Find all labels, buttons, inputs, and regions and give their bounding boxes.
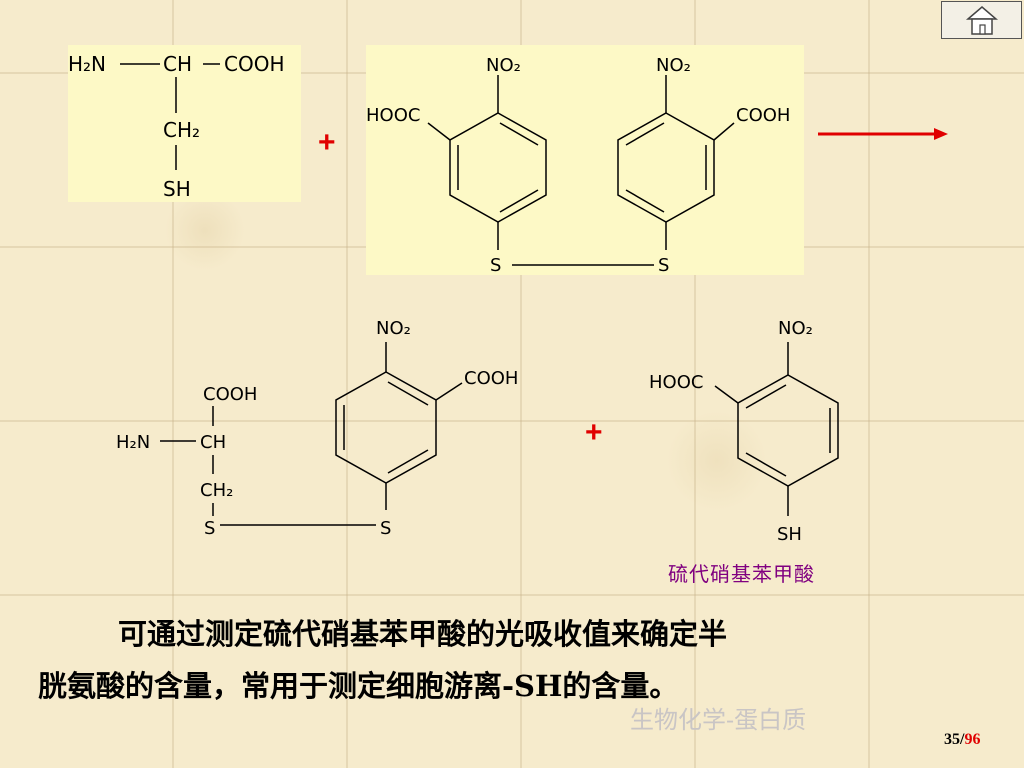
explanation-line-1: 可通过测定硫代硝基苯甲酸的光吸收值来确定半 xyxy=(118,617,728,651)
mixed-cooh-ring: COOH xyxy=(464,368,518,389)
cysteine-ch: CH xyxy=(163,52,192,76)
home-icon xyxy=(965,6,999,35)
explanation-text: 可通过测定硫代硝基苯甲酸的光吸收值来确定半 胱氨酸的含量，常用于测定细胞游离-S… xyxy=(38,608,978,712)
cysteine-sh: SH xyxy=(163,177,191,201)
tnb-hooc: HOOC xyxy=(649,372,703,393)
footer-title: 生物化学-蛋白质 xyxy=(630,706,807,734)
product-label: 硫代硝基苯甲酸 xyxy=(668,562,815,586)
mixed-no2: NO₂ xyxy=(376,318,411,339)
dtnb-panel xyxy=(366,45,804,275)
dtnb-s-left: S xyxy=(490,255,501,275)
cysteine-ch2: CH₂ xyxy=(163,118,200,142)
mixed-ch2: CH₂ xyxy=(200,480,233,501)
tnb-sh: SH xyxy=(777,524,802,545)
tnb-structure: NO₂ HOOC SH xyxy=(649,318,839,545)
mixed-s-right: S xyxy=(380,518,391,539)
plus-sign-1: + xyxy=(318,126,336,159)
home-button[interactable] xyxy=(941,1,1022,39)
page-current: 35/ xyxy=(944,731,965,748)
page-number: 35/96 xyxy=(944,731,980,749)
dtnb-s-right: S xyxy=(658,255,669,275)
cysteine-panel xyxy=(68,45,301,202)
cysteine-structure: H₂N CH COOH CH₂ SH xyxy=(68,52,285,201)
cysteine-cooh: COOH xyxy=(224,52,285,76)
plus-sign-2: + xyxy=(585,416,603,449)
dtnb-hooc: HOOC xyxy=(366,105,420,126)
reaction-arrow xyxy=(818,128,948,140)
dtnb-structure: NO₂ HOOC S S NO₂ COOH xyxy=(366,55,790,275)
dtnb-cooh: COOH xyxy=(736,105,790,126)
cysteine-h2n: H₂N xyxy=(68,52,106,76)
dtnb-no2-left: NO₂ xyxy=(486,55,521,76)
mixed-cooh-top: COOH xyxy=(203,384,257,405)
explanation-line-2: 胱氨酸的含量，常用于测定细胞游离-SH的含量。 xyxy=(38,669,679,703)
mixed-disulfide-structure: COOH H₂N CH CH₂ S S NO₂ COOH xyxy=(116,318,518,539)
mixed-h2n: H₂N xyxy=(116,432,150,453)
page-total: 96 xyxy=(964,731,981,748)
dtnb-no2-right: NO₂ xyxy=(656,55,691,76)
mixed-ch: CH xyxy=(200,432,226,453)
mixed-s-left: S xyxy=(204,518,215,539)
tnb-no2: NO₂ xyxy=(778,318,813,339)
